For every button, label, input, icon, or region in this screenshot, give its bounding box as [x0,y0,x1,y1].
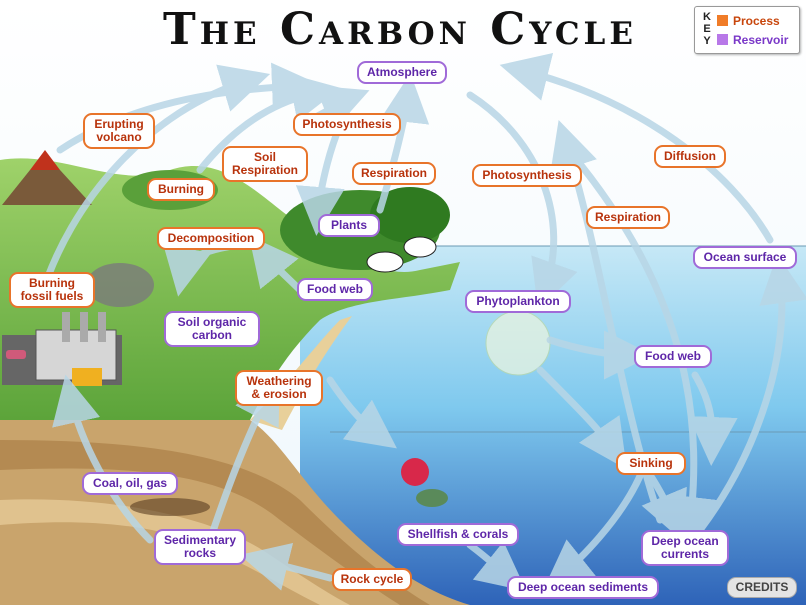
credits-button[interactable]: CREDITS [727,577,797,598]
label-shellfish-corals[interactable]: Shellfish & corals [397,523,519,546]
crab [416,489,448,507]
label-atmosphere[interactable]: Atmosphere [357,61,447,84]
key-letters: K E Y [703,11,711,47]
diagram-title: The Carbon Cycle [163,4,637,55]
label-weathering-erosion[interactable]: Weathering& erosion [235,370,323,406]
label-diffusion[interactable]: Diffusion [654,145,726,168]
label-respiration-ocean[interactable]: Respiration [586,206,670,229]
label-coal-oil-gas[interactable]: Coal, oil, gas [82,472,178,495]
volcano-graphic [2,170,92,205]
phytoplankton-graphic [485,310,551,376]
reservoir-swatch [717,34,728,45]
label-decomposition[interactable]: Decomposition [157,227,265,250]
label-burning[interactable]: Burning [147,178,215,201]
label-food-web-ocean[interactable]: Food web [634,345,712,368]
process-swatch [717,15,728,26]
label-plants[interactable]: Plants [318,214,380,237]
label-photosynthesis-ocean[interactable]: Photosynthesis [472,164,582,187]
legend-key: K E Y Process Reservoir [694,6,800,54]
label-respiration-land[interactable]: Respiration [352,162,436,185]
label-deep-ocean-sediments[interactable]: Deep ocean sediments [507,576,659,599]
label-food-web-land[interactable]: Food web [297,278,373,301]
legend-process: Process [717,13,780,29]
label-rock-cycle[interactable]: Rock cycle [332,568,412,591]
label-phytoplankton[interactable]: Phytoplankton [465,290,571,313]
label-photosynthesis-land[interactable]: Photosynthesis [293,113,401,136]
smoke [86,263,154,307]
label-sinking[interactable]: Sinking [616,452,686,475]
legend-reservoir: Reservoir [717,32,788,48]
coral [401,458,429,486]
label-ocean-surface[interactable]: Ocean surface [693,246,797,269]
